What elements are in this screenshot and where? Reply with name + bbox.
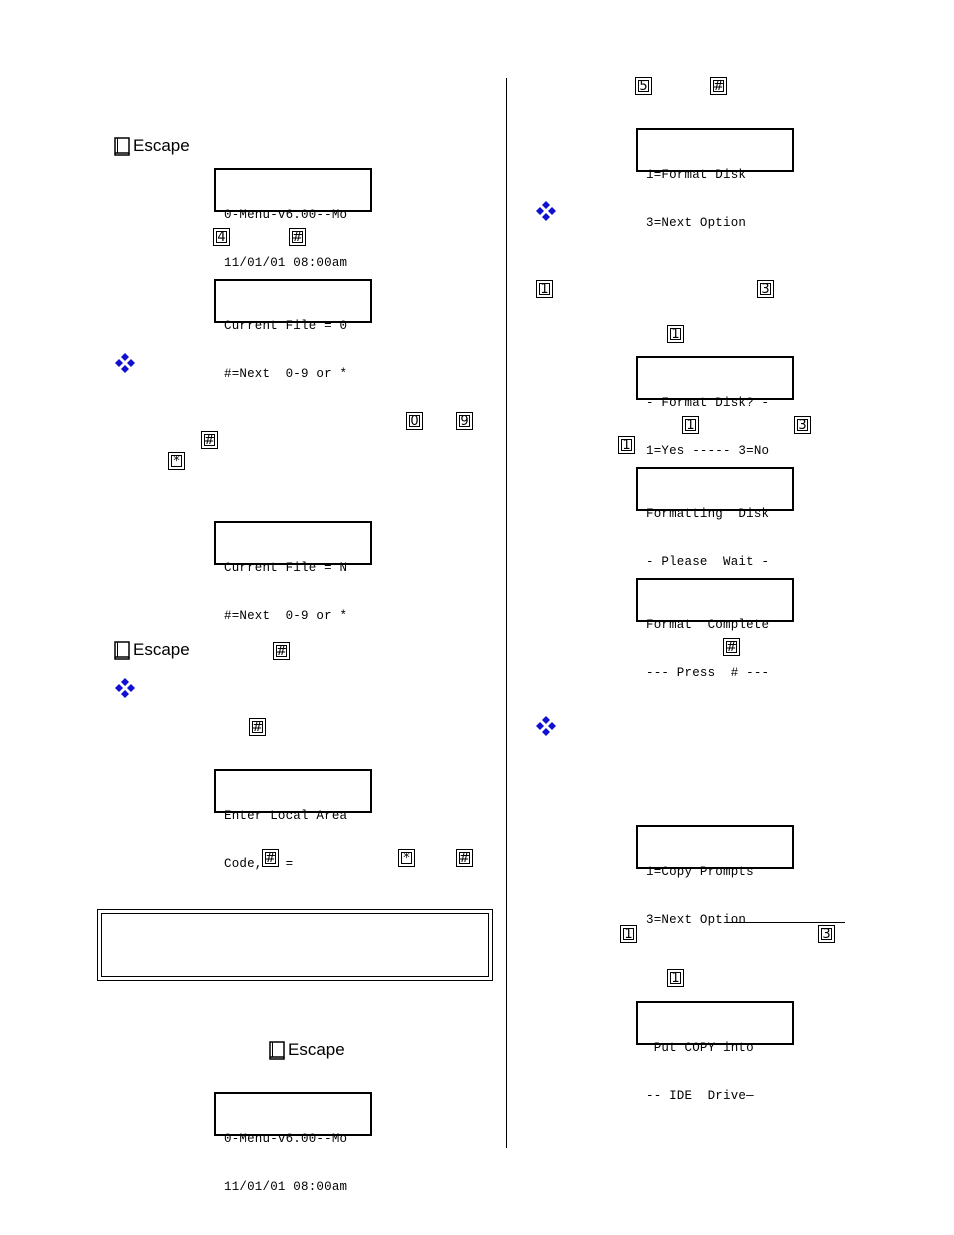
- key-1[interactable]: 1: [620, 925, 637, 943]
- lcd-line-1: 0-Menu-v6.00--Mo: [224, 208, 348, 222]
- lcd-line-1: - Format Disk? -: [646, 396, 770, 410]
- key-1[interactable]: 1: [682, 416, 699, 434]
- note-box: [97, 909, 493, 981]
- lcd-line-1: Put COPY into: [646, 1041, 754, 1055]
- key-1[interactable]: 1: [618, 436, 635, 454]
- lcd-line-2: -- IDE Drive—: [646, 1089, 754, 1103]
- key-9[interactable]: 9: [456, 412, 473, 430]
- key-star[interactable]: *: [398, 849, 415, 867]
- key-1[interactable]: 1: [536, 280, 553, 298]
- escape-label-1: Escape: [113, 136, 190, 156]
- lcd-line-1: Enter Local Area: [224, 809, 348, 823]
- diamond-bullet-icon: [115, 678, 135, 698]
- lcd-main-menu: 0-Menu-v6.00--Mo 11/01/01 08:00am: [214, 168, 372, 270]
- escape-text: Escape: [133, 640, 190, 659]
- key-3[interactable]: 3: [757, 280, 774, 298]
- key-3[interactable]: 3: [794, 416, 811, 434]
- lcd-current-file-0: Current File = 0 #=Next 0-9 or *: [214, 279, 372, 381]
- underline-rule: [727, 922, 845, 923]
- key-1[interactable]: 1: [667, 969, 684, 987]
- key-hash[interactable]: #: [273, 642, 290, 660]
- lcd-line-2: - Please Wait -: [646, 555, 770, 569]
- lcd-format-disk: 1=Format Disk 3=Next Option: [636, 128, 794, 230]
- book-icon: [113, 136, 132, 156]
- lcd-format-confirm: - Format Disk? - 1=Yes ----- 3=No: [636, 356, 794, 458]
- lcd-copy-prompts: 1=Copy Prompts 3=Next Option: [636, 825, 794, 927]
- lcd-line-1: 0-Menu-v6.00--Mo: [224, 1132, 348, 1146]
- lcd-line-2: 3=Next Option: [646, 913, 747, 927]
- book-icon: [268, 1040, 287, 1060]
- key-hash[interactable]: #: [249, 718, 266, 736]
- lcd-local-area: Enter Local Area Code, # =: [214, 769, 372, 871]
- diamond-bullet-icon: [536, 716, 556, 736]
- lcd-formatting: Formatting Disk - Please Wait -: [636, 467, 794, 569]
- key-hash[interactable]: #: [201, 431, 218, 449]
- key-hash[interactable]: #: [723, 638, 740, 656]
- key-3[interactable]: 3: [818, 925, 835, 943]
- lcd-line-1: Current File = 0: [224, 319, 348, 333]
- key-star[interactable]: *: [168, 452, 185, 470]
- key-hash[interactable]: #: [262, 849, 279, 867]
- lcd-line-2: Code, # =: [224, 857, 294, 871]
- lcd-line-2: 3=Next Option: [646, 216, 747, 230]
- lcd-line-2: 11/01/01 08:00am: [224, 256, 348, 270]
- key-1[interactable]: 1: [667, 325, 684, 343]
- lcd-line-1: Format Complete: [646, 618, 770, 632]
- lcd-line-2: #=Next 0-9 or *: [224, 367, 348, 381]
- key-hash[interactable]: #: [710, 77, 727, 95]
- lcd-put-copy: Put COPY into -- IDE Drive—: [636, 1001, 794, 1103]
- diamond-bullet-icon: [536, 201, 556, 221]
- lcd-line-2: --- Press # ---: [646, 666, 770, 680]
- escape-text: Escape: [288, 1040, 345, 1059]
- key-5[interactable]: 5: [635, 77, 652, 95]
- lcd-format-complete: Format Complete --- Press # ---: [636, 578, 794, 680]
- lcd-line-2: #=Next 0-9 or *: [224, 609, 348, 623]
- lcd-line-2: 1=Yes ----- 3=No: [646, 444, 770, 458]
- book-icon: [113, 640, 132, 660]
- lcd-line-1: Current File = N: [224, 561, 348, 575]
- lcd-line-1: 1=Format Disk: [646, 168, 747, 182]
- key-4[interactable]: 4: [213, 228, 230, 246]
- lcd-line-1: Formatting Disk: [646, 507, 770, 521]
- lcd-main-menu: 0-Menu-v6.00--Mo 11/01/01 08:00am: [214, 1092, 372, 1194]
- key-hash[interactable]: #: [289, 228, 306, 246]
- column-divider: [506, 78, 507, 1148]
- diamond-bullet-icon: [115, 353, 135, 373]
- escape-label-3: Escape: [268, 1040, 345, 1060]
- escape-label-2: Escape: [113, 640, 190, 660]
- lcd-line-2: 11/01/01 08:00am: [224, 1180, 348, 1194]
- key-hash[interactable]: #: [456, 849, 473, 867]
- escape-text: Escape: [133, 136, 190, 155]
- key-0[interactable]: 0: [406, 412, 423, 430]
- lcd-line-1: 1=Copy Prompts: [646, 865, 754, 879]
- lcd-current-file-n: Current File = N #=Next 0-9 or *: [214, 521, 372, 623]
